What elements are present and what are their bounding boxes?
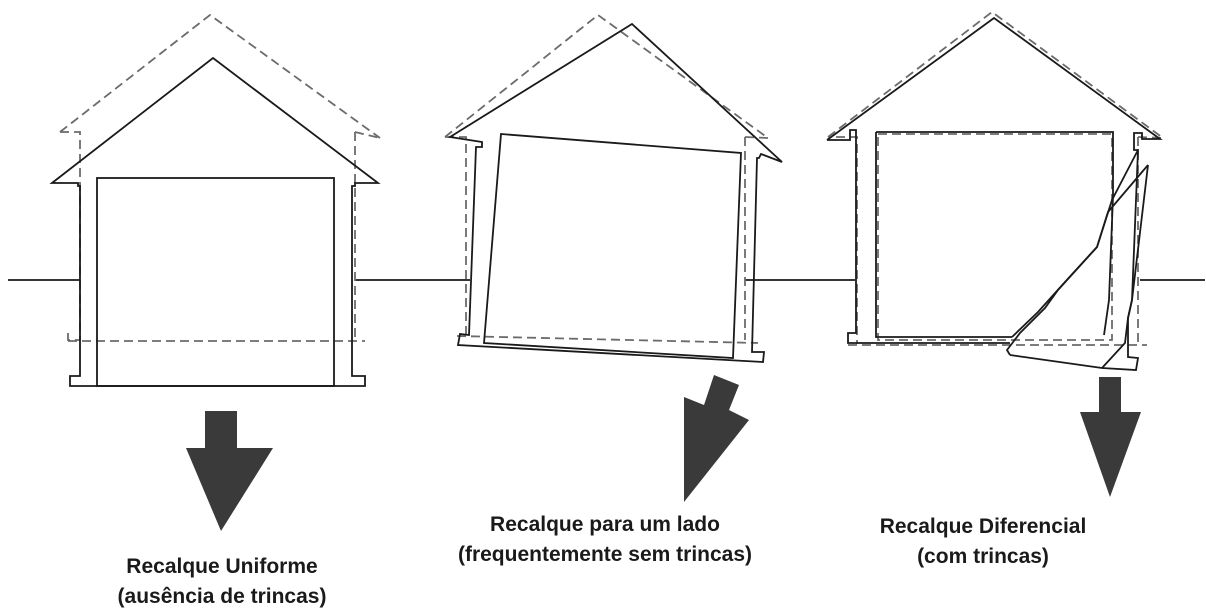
house-uniform-settled [49, 56, 381, 387]
house-one-side-original-outline [444, 13, 769, 344]
caption-uniform-note: (ausência de trincas) [117, 585, 327, 608]
house-differential-settled [826, 16, 1163, 371]
caption-differential-title: Recalque Diferencial [879, 515, 1087, 538]
caption-uniform-title: Recalque Uniforme [126, 555, 318, 578]
house-one-side-settled [447, 22, 783, 363]
caption-one-side-title: Recalque para um lado [490, 513, 720, 536]
arrow-down-uniform [186, 411, 273, 531]
arrow-down-differential [1080, 377, 1141, 497]
arrow-down-one-side [684, 375, 749, 502]
caption-one-side-note: (frequentemente sem trincas) [457, 543, 753, 566]
caption-uniform: Recalque Uniforme (ausência de trincas) [72, 552, 372, 612]
caption-differential-note: (com trincas) [917, 545, 1049, 568]
caption-one-side: Recalque para um lado (frequentemente se… [420, 510, 790, 570]
caption-differential: Recalque Diferencial (com trincas) [848, 512, 1118, 572]
